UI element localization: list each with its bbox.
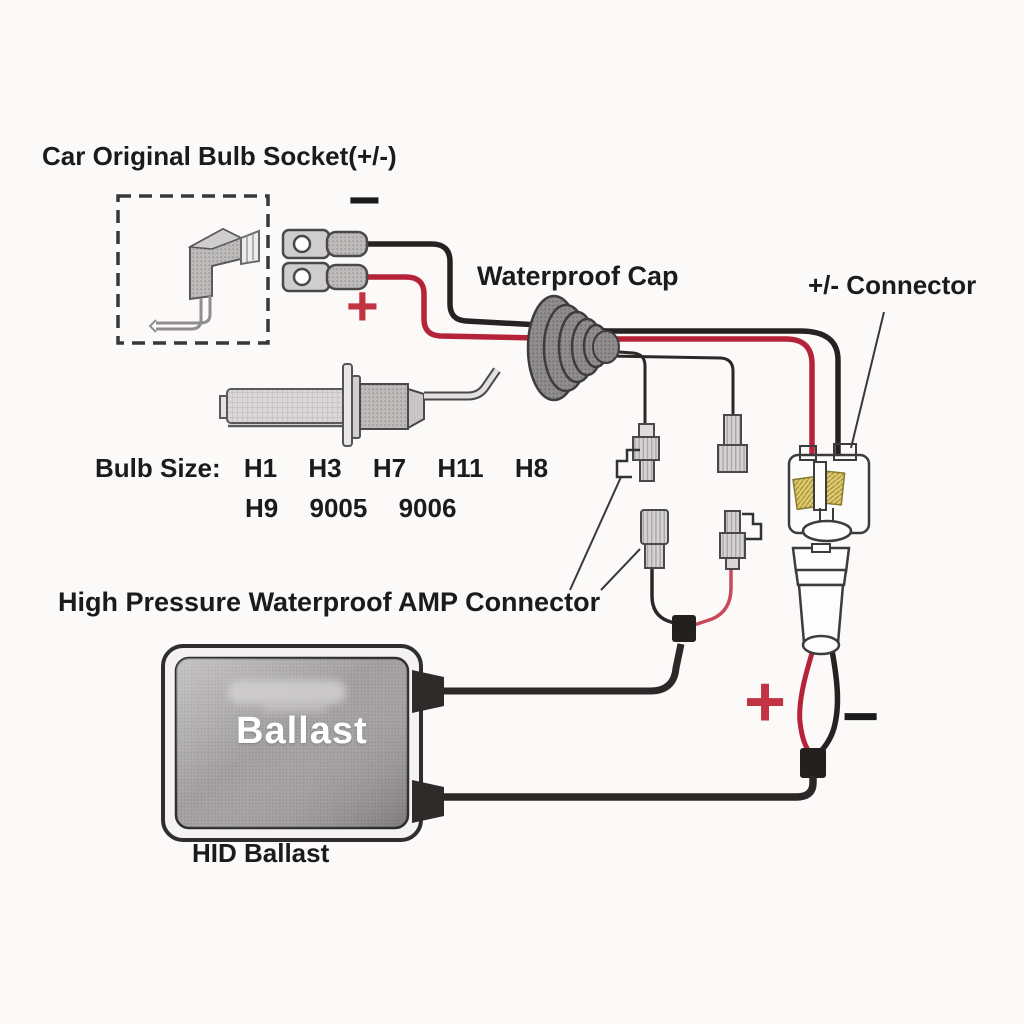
bulb-size-prefix: Bulb Size:	[95, 453, 221, 483]
clip-hook-1	[615, 448, 640, 479]
bulb-size-item: H8	[514, 453, 549, 483]
car-socket-drawing	[148, 227, 260, 333]
amp-leader-line-2	[600, 548, 641, 591]
amp-male-connector-1	[632, 423, 660, 482]
bulb-size-item: H1	[243, 453, 278, 483]
amp-leader-line-1	[569, 476, 622, 591]
plug-negative-wire	[813, 639, 841, 759]
hid-ballast-label: HID Ballast	[192, 838, 330, 868]
wire-ferrule-2	[800, 748, 826, 778]
plus-minus-connector-plug	[791, 543, 851, 656]
amp-female-connector-1	[640, 509, 669, 569]
ballast-output-cable	[438, 776, 817, 801]
bulb-size-item: H7	[372, 453, 407, 483]
connector-leader-line	[850, 311, 885, 449]
plug-positive-wire	[797, 639, 819, 758]
waterproof-cap-label: Waterproof Cap	[477, 261, 679, 291]
plus-minus-connector-label: +/- Connector	[808, 270, 977, 300]
plus-minus-connector-socket	[787, 443, 871, 543]
bulb-size-item: 9006	[398, 493, 457, 523]
ballast-box	[161, 644, 444, 842]
socket-plus-sign: +	[346, 274, 379, 337]
bulb-size-item: H3	[308, 453, 342, 483]
diagram-title: Car Original Bulb Socket(+/-)	[42, 141, 397, 171]
bulb-size-item: H9	[245, 493, 279, 523]
hid-bulb-drawing	[219, 363, 501, 447]
bulb-output-wire-2	[609, 354, 735, 416]
ballast-box-text: Ballast	[236, 710, 368, 752]
ballast-tab-top	[412, 670, 444, 713]
ballast-plus-sign: +	[744, 662, 787, 742]
ballast-minus-sign: −	[842, 680, 880, 752]
waterproof-cap-drawing	[526, 294, 620, 402]
clip-hook-2	[742, 512, 763, 541]
spade-terminal-positive	[281, 261, 369, 293]
amp-female-wire-red	[693, 566, 733, 627]
socket-minus-sign: −	[348, 168, 381, 231]
amp-connector-label: High Pressure Waterproof AMP Connector	[58, 587, 601, 617]
bulb-size-item: H11	[437, 453, 484, 483]
amp-male-connector-2	[717, 414, 748, 473]
amp-female-wire-black	[650, 566, 681, 627]
positive-wire	[364, 274, 815, 458]
ballast-tab-bottom	[412, 780, 444, 823]
amp-female-connector-2	[719, 510, 746, 570]
negative-wire	[364, 241, 841, 458]
bulb-size-label: Bulb Size: H1 H3 H7 H11 H8 H9 9005 9006	[95, 453, 596, 535]
ballast-input-wire	[438, 643, 685, 695]
spade-terminal-negative	[281, 228, 369, 260]
bulb-size-item: 9005	[309, 493, 368, 523]
dashed-box	[116, 194, 270, 345]
wire-ferrule-1	[672, 615, 696, 642]
